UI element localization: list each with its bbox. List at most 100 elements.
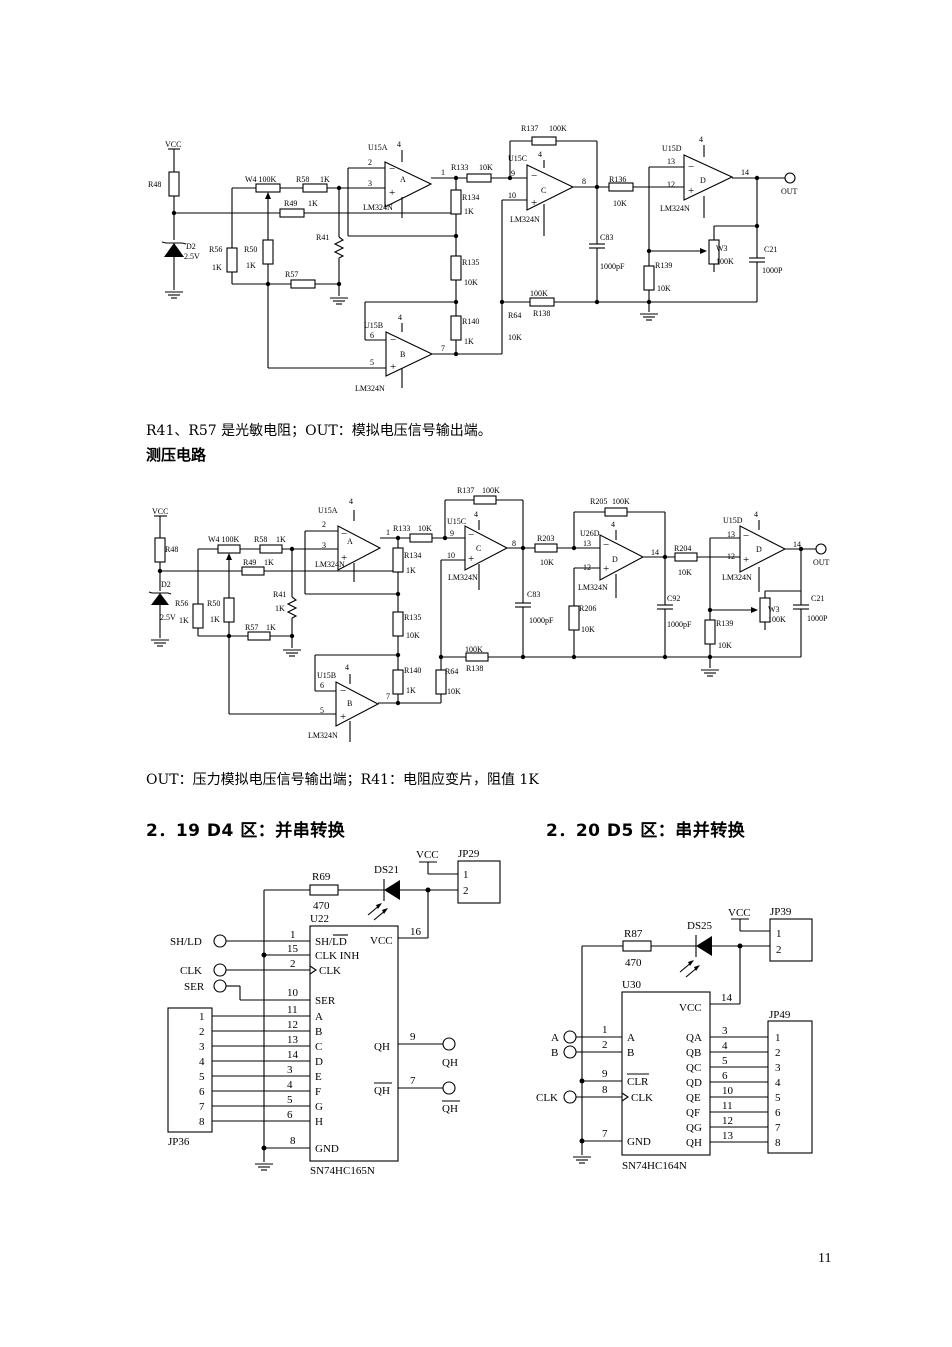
chip-output-label: QA bbox=[686, 1032, 702, 1044]
clk-terminal[interactable] bbox=[213, 963, 227, 977]
svg-text:−: − bbox=[743, 530, 749, 542]
svg-text:1K: 1K bbox=[266, 623, 276, 632]
svg-text:R138: R138 bbox=[533, 309, 550, 318]
r136-resistor bbox=[608, 182, 634, 192]
r138-resistor bbox=[529, 297, 555, 307]
d2-label: D2 bbox=[186, 242, 196, 251]
svg-text:1K: 1K bbox=[406, 686, 416, 695]
svg-text:1K: 1K bbox=[464, 207, 474, 216]
svg-text:R133: R133 bbox=[393, 524, 410, 533]
jp36-pin-number: 7 bbox=[199, 1101, 205, 1113]
r204-resistor bbox=[674, 552, 698, 562]
svg-text:A: A bbox=[400, 175, 406, 184]
chip-pin-label: F bbox=[315, 1086, 321, 1098]
svg-text:2.5V: 2.5V bbox=[160, 613, 176, 622]
pressure-circuit: VCC R48 D2 2.5V W4 100K R58 1K R49 1K R5… bbox=[148, 486, 830, 742]
svg-text:100K: 100K bbox=[465, 645, 483, 654]
svg-text:5: 5 bbox=[320, 706, 324, 715]
output-terminal-icon-2 bbox=[815, 543, 827, 555]
zener-diode-icon-2 bbox=[151, 593, 169, 605]
svg-text:4: 4 bbox=[397, 140, 401, 149]
a-terminal[interactable] bbox=[563, 1030, 577, 1044]
svg-text:470: 470 bbox=[313, 900, 330, 912]
svg-text:10K: 10K bbox=[464, 278, 478, 287]
opamp-u15b bbox=[385, 331, 434, 377]
opamp-u15a-2 bbox=[337, 525, 382, 571]
svg-text:C: C bbox=[541, 186, 546, 195]
chip-pin-number: 4 bbox=[287, 1079, 293, 1091]
svg-text:R135: R135 bbox=[404, 613, 421, 622]
svg-text:R56: R56 bbox=[175, 599, 188, 608]
r48-resistor bbox=[168, 171, 180, 197]
svg-text:100K: 100K bbox=[549, 124, 567, 133]
r133-label: R133 bbox=[451, 163, 468, 172]
svg-text:B: B bbox=[551, 1047, 558, 1059]
qh-terminal[interactable] bbox=[442, 1037, 456, 1051]
svg-text:6: 6 bbox=[370, 331, 374, 340]
svg-text:10: 10 bbox=[287, 987, 299, 999]
svg-text:LM324N: LM324N bbox=[578, 583, 608, 592]
chip-output-pin-number: 12 bbox=[722, 1115, 733, 1127]
svg-text:4: 4 bbox=[345, 663, 349, 672]
clk-terminal-2[interactable] bbox=[563, 1090, 577, 1104]
qh-inverted-terminal[interactable] bbox=[442, 1081, 456, 1095]
svg-text:R139: R139 bbox=[655, 261, 672, 270]
svg-text:R137: R137 bbox=[457, 486, 474, 495]
svg-text:JP39: JP39 bbox=[770, 906, 792, 918]
svg-text:1000pF: 1000pF bbox=[600, 262, 625, 271]
svg-text:8: 8 bbox=[290, 1135, 296, 1147]
svg-text:9: 9 bbox=[602, 1068, 608, 1080]
svg-text:D: D bbox=[756, 545, 762, 554]
jp49-header bbox=[767, 1020, 813, 1154]
svg-text:+: + bbox=[341, 552, 347, 564]
section-2-19-heading: 2．19 D4 区：并串转换 bbox=[146, 821, 346, 841]
svg-text:4: 4 bbox=[349, 497, 353, 506]
r56-value: 1K bbox=[212, 263, 222, 272]
svg-text:1K: 1K bbox=[275, 604, 285, 613]
chip-pin-number: 13 bbox=[287, 1034, 299, 1046]
b-terminal[interactable] bbox=[563, 1045, 577, 1059]
svg-text:1: 1 bbox=[290, 929, 296, 941]
svg-text:B: B bbox=[627, 1047, 634, 1059]
svg-text:LM324N: LM324N bbox=[308, 731, 338, 740]
svg-text:8: 8 bbox=[512, 539, 516, 548]
svg-text:A: A bbox=[627, 1032, 635, 1044]
svg-text:1K: 1K bbox=[276, 535, 286, 544]
svg-text:LM324N: LM324N bbox=[510, 215, 540, 224]
svg-text:U30: U30 bbox=[622, 979, 641, 991]
jp36-pin-number: 6 bbox=[199, 1086, 205, 1098]
svg-text:4: 4 bbox=[699, 135, 703, 144]
svg-text:2: 2 bbox=[322, 520, 326, 529]
svg-text:12: 12 bbox=[727, 552, 735, 561]
svg-text:12: 12 bbox=[667, 180, 675, 189]
chip-pin-number: 5 bbox=[287, 1094, 293, 1106]
chip-output-label: QG bbox=[686, 1122, 702, 1134]
svg-text:8: 8 bbox=[602, 1084, 608, 1096]
svg-text:CLR: CLR bbox=[627, 1076, 649, 1088]
svg-text:JP49: JP49 bbox=[769, 1009, 791, 1021]
chip-pin-number: 6 bbox=[287, 1109, 293, 1121]
svg-text:C21: C21 bbox=[764, 245, 777, 254]
svg-text:+: + bbox=[603, 563, 609, 575]
svg-text:100K: 100K bbox=[716, 257, 734, 266]
svg-text:13: 13 bbox=[583, 539, 591, 548]
shld-terminal[interactable] bbox=[213, 934, 227, 948]
svg-text:+: + bbox=[531, 197, 537, 209]
svg-text:1: 1 bbox=[386, 528, 390, 537]
svg-text:LM324N: LM324N bbox=[448, 573, 478, 582]
svg-text:W3: W3 bbox=[716, 244, 728, 253]
svg-text:16: 16 bbox=[410, 926, 422, 938]
jp49-pin-number: 2 bbox=[775, 1047, 781, 1059]
svg-text:U22: U22 bbox=[310, 913, 329, 925]
r57-resistor bbox=[290, 279, 316, 289]
svg-text:14: 14 bbox=[793, 540, 801, 549]
svg-text:3: 3 bbox=[368, 179, 372, 188]
r49-value: 1K bbox=[308, 199, 318, 208]
svg-text:3: 3 bbox=[322, 541, 326, 550]
ser-terminal[interactable] bbox=[213, 979, 227, 993]
r134-resistor bbox=[450, 189, 462, 215]
svg-text:C83: C83 bbox=[527, 590, 540, 599]
